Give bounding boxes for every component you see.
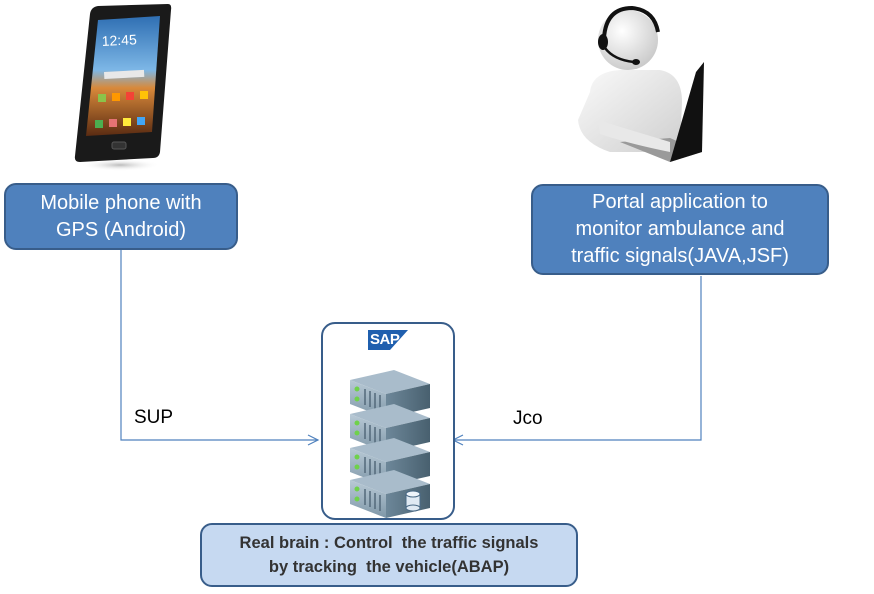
edge-sup-arrowhead <box>307 434 320 446</box>
mobile-node-line-1: Mobile phone with <box>40 191 202 214</box>
sap-logo-shape <box>368 330 408 350</box>
server-stack-icon <box>350 370 430 518</box>
mobile-phone-node: Mobile phone with GPS (Android) <box>4 183 238 250</box>
real-brain-line-1: Real brain : Control the traffic signals <box>239 534 539 552</box>
svg-text:12:45: 12:45 <box>101 31 137 49</box>
sap-logo: SAP <box>368 330 408 350</box>
edge-label-sup: SUP <box>134 407 174 428</box>
real-brain-node: Real brain : Control the traffic signals… <box>200 523 578 587</box>
database-icon <box>405 490 421 512</box>
sap-logo-text: SAP <box>370 331 400 348</box>
portal-node-line-3: traffic signals(JAVA,JSF) <box>571 245 789 267</box>
edge-sup-line <box>120 249 318 441</box>
portal-node-line-1: Portal application to <box>592 191 768 213</box>
smartphone-icon: 12:45 <box>74 4 172 171</box>
edge-jco-line <box>453 276 702 441</box>
edge-label-jco: Jco <box>513 408 543 429</box>
real-brain-line-2: by tracking the vehicle(ABAP) <box>268 558 510 576</box>
portal-node-line-2: monitor ambulance and <box>575 218 785 240</box>
mobile-node-line-2: GPS (Android) <box>55 218 187 241</box>
operator-with-laptop-icon <box>578 5 704 162</box>
portal-application-node: Portal application to monitor ambulance … <box>531 184 829 275</box>
